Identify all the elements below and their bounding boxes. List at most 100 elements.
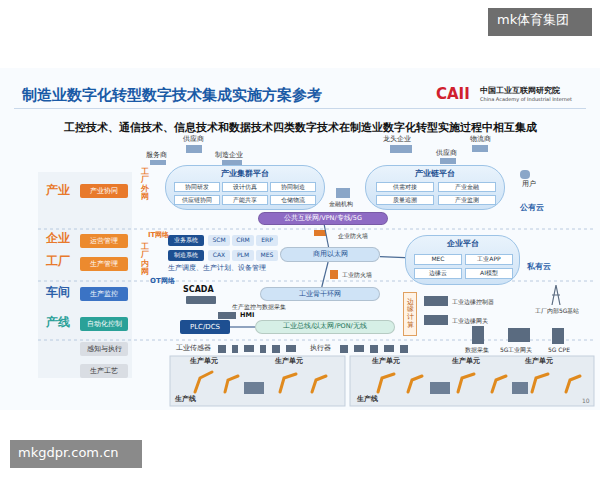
node-text: 产业金融 [455,184,479,191]
network-band: 商用以太网 [280,247,380,262]
node-text: 生产监控 [90,290,118,298]
label: SCADA [183,285,214,294]
label: OT网络 [150,277,175,285]
label: 5G CPE [548,347,570,354]
watermark-box [10,440,142,468]
network-band: 公共互联网/VPN/专线/5G [258,212,388,225]
production-panel [350,356,594,406]
level-box: 边缘计算 [403,292,417,336]
device-icons [186,285,564,353]
label: 生产监控与数据采集 [232,304,286,311]
function-cell: 设计仿真 [222,182,268,192]
machine-icons [244,382,528,394]
label: 物流商 [470,136,491,143]
function-cell: 供需对接 [376,182,434,192]
level-box: SCM [208,235,230,246]
watermark-box [488,8,592,36]
node-text: MEC [431,256,444,263]
node-text: ERP [261,237,273,244]
node-text: 企业平台 [406,239,519,248]
node-text: 仓储物流 [281,197,305,204]
label: 生产单元 [275,358,303,365]
level-box: CAX [208,250,230,261]
node-text: 工业APP [477,256,500,263]
network-link [230,326,255,327]
level-box: 生产监控 [80,287,128,301]
title-rule [14,108,586,109]
level-box: 感知与执行 [80,342,128,356]
node-text: 生产工艺 [90,367,118,375]
label: 5G工业网关 [500,347,532,354]
label: IT网络 [148,231,169,239]
node-text: 自动化控制 [87,320,122,328]
label: 供应商 [436,150,457,157]
node-text: AI模型 [480,270,498,277]
label: 生产单元 [190,358,218,365]
label: 生产单元 [452,358,480,365]
node-text: 供需对接 [393,184,417,191]
label: 公有云 [520,203,544,212]
node-text: 工业骨干环网 [299,290,341,298]
node-text: PLC/DCS [190,323,220,331]
label: 企业 [46,232,70,246]
level-separators [38,229,595,340]
network-band: 工业骨干环网 [260,287,380,301]
level-box: ERP [256,235,278,246]
label: 用户 [522,181,536,188]
label: 工厂 [46,255,70,269]
platform-cloud: 产业集群平台协同研发设计仿真协同制造供应链协同产能共享仓储物流 [165,165,325,210]
node-text: 供应链协同 [182,197,212,204]
level-box: 生产管理 [80,257,128,271]
node-text: 设计仿真 [233,184,257,191]
function-cell: 质量追溯 [376,195,434,205]
label: 工业边缘网关 [452,318,488,325]
network-band: 工业总线/以太网/PON/无线 [255,320,395,334]
label: 生产线 [175,396,196,403]
node-text: 业务系统 [174,237,198,244]
level-box: 运营管理 [80,234,128,248]
node-text: 产业协同 [90,187,118,195]
function-cell: 产业金融 [438,182,496,192]
label: 工业边缘控制器 [452,299,494,306]
platform-cloud: 产业链平台供需对接 产业金融质量追溯 产业监测 [365,165,505,210]
level-box: 生产工艺 [80,364,128,378]
level-box: 自动化控制 [80,317,128,331]
label: 工厂内部5G基站 [535,308,579,315]
platform-cloud: 企业平台MEC工业APP边缘云AI模型 [405,235,520,285]
slide-title: 制造业数字化转型数字技术集成实施方案参考 [22,87,322,104]
level-box: 产业协同 [80,184,128,198]
label: HMI [240,312,254,319]
label: 工业传感器 [176,345,211,352]
network-link [380,257,405,258]
level-band [38,172,132,378]
function-cell: 工业APP [465,254,513,265]
label: 工厂外网 [141,168,149,201]
node-text: 公共互联网/VPN/专线/5G [284,215,362,222]
level-box: MES [256,250,278,261]
function-cell: 仓储物流 [270,195,316,205]
label: 生产调度、生产计划、设备管理 [168,265,266,272]
label: 龙头企业 [383,136,411,143]
label: 产线 [46,316,70,330]
node-text: 感知与执行 [87,345,122,353]
label: 供应商 [183,136,204,143]
label: 中国工业互联网研究院 [480,87,560,96]
label: mkgdpr.com.cn [18,446,119,461]
node-text: 产业链平台 [366,169,504,178]
label: 执行器 [310,345,331,352]
level-box: CRM [232,235,254,246]
label: 制造企业 [215,152,243,159]
node-text: 协同研发 [185,184,209,191]
label: CAII [436,86,470,103]
node-text: 质量追溯 [393,197,417,204]
label: 服务商 [146,152,167,159]
label: mk体育集团 [497,13,569,28]
node-text: 产业监测 [455,197,479,204]
label: 工厂内网 [141,243,149,276]
label: 生产单元 [372,358,400,365]
function-cell: 协同研发 [174,182,220,192]
node-text: PLM [237,252,249,259]
label: 车间 [46,286,70,300]
network-link [322,262,328,287]
function-cell: 供应链协同 [174,195,220,205]
